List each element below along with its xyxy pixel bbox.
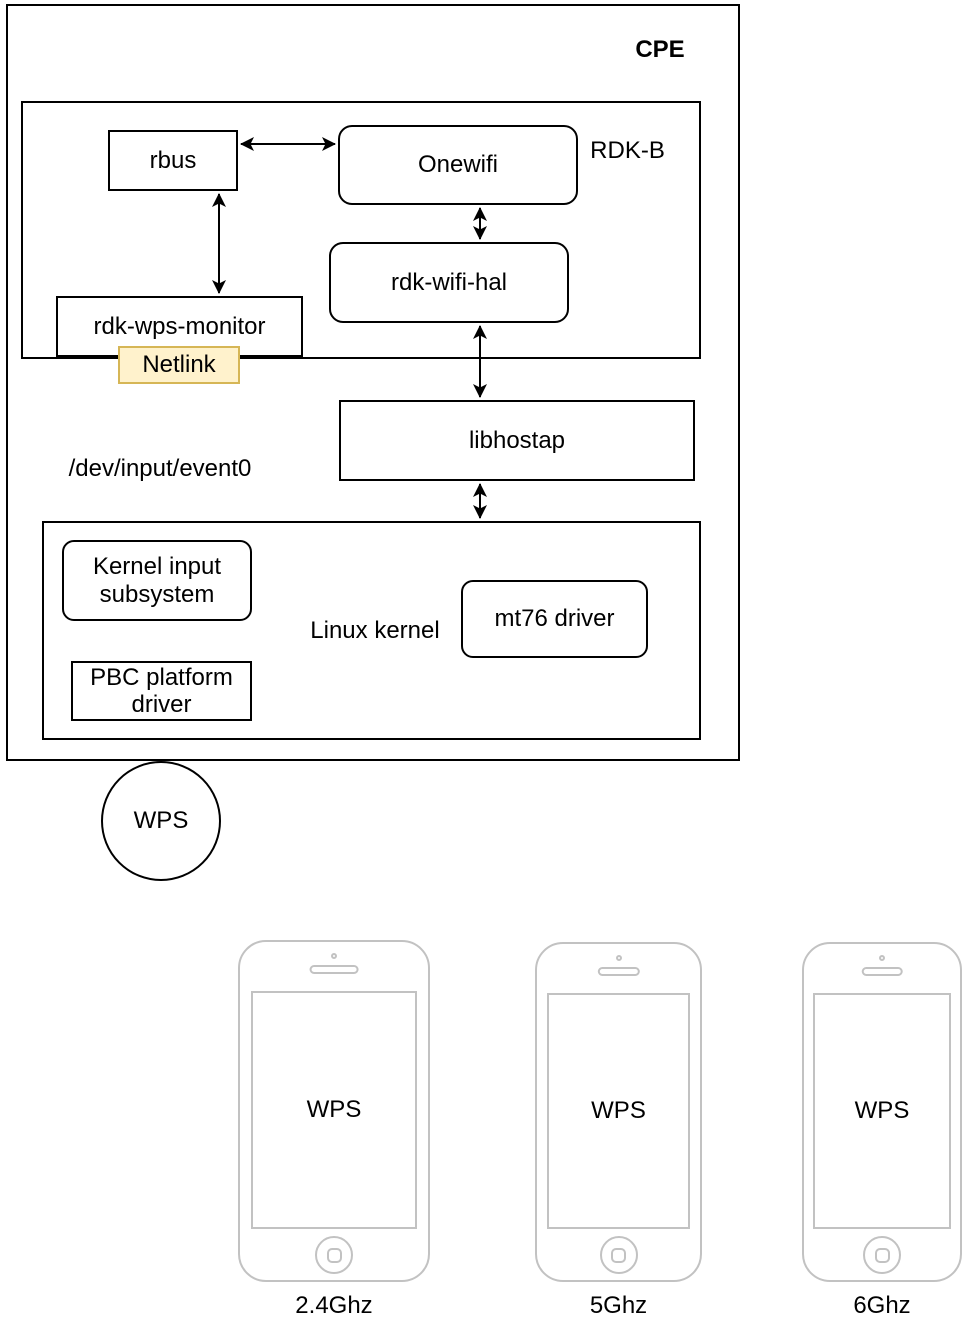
band-label-2-4ghz: 2.4Ghz bbox=[295, 1292, 373, 1319]
camera-icon bbox=[879, 955, 885, 961]
pbc-platform-driver-box: PBC platform driver bbox=[71, 661, 252, 721]
camera-icon bbox=[615, 955, 622, 961]
rdk-wifi-hal-box: rdk-wifi-hal bbox=[329, 242, 569, 323]
home-square-icon bbox=[874, 1247, 890, 1263]
wps-screen-label: WPS bbox=[306, 1096, 362, 1123]
phone-screen: WPS bbox=[251, 991, 417, 1229]
wps-screen-label: WPS bbox=[854, 1097, 910, 1124]
phone-5ghz: WPS bbox=[535, 942, 702, 1282]
home-button-icon bbox=[863, 1236, 901, 1274]
linux-kernel-label: Linux kernel bbox=[310, 617, 440, 644]
netlink-box: Netlink bbox=[118, 346, 240, 384]
kernel-input-subsystem-box: Kernel input subsystem bbox=[62, 540, 252, 621]
home-square-icon bbox=[326, 1247, 342, 1263]
phone-screen: WPS bbox=[546, 993, 691, 1229]
libhostap-box: libhostap bbox=[339, 400, 695, 481]
home-button-icon bbox=[599, 1236, 638, 1274]
speaker-icon bbox=[861, 967, 903, 976]
band-label-6ghz: 6Ghz bbox=[853, 1292, 911, 1319]
mt76-driver-box: mt76 driver bbox=[461, 580, 648, 658]
speaker-icon bbox=[309, 965, 359, 974]
rdkb-label: RDK-B bbox=[590, 137, 665, 164]
onewifi-box: Onewifi bbox=[338, 125, 578, 205]
speaker-icon bbox=[597, 967, 640, 976]
wps-circle: WPS bbox=[101, 761, 221, 881]
rbus-box: rbus bbox=[108, 130, 238, 191]
wps-screen-label: WPS bbox=[591, 1097, 646, 1124]
dev-input-event0-label: /dev/input/event0 bbox=[68, 455, 252, 482]
camera-icon bbox=[331, 953, 337, 959]
phone-screen: WPS bbox=[813, 993, 951, 1229]
home-button-icon bbox=[315, 1236, 353, 1274]
band-label-5ghz: 5Ghz bbox=[589, 1292, 648, 1319]
phone-6ghz: WPS bbox=[802, 942, 962, 1282]
phone-2-4ghz: WPS bbox=[238, 940, 430, 1282]
home-square-icon bbox=[611, 1247, 626, 1263]
cpe-label: CPE bbox=[635, 36, 685, 63]
